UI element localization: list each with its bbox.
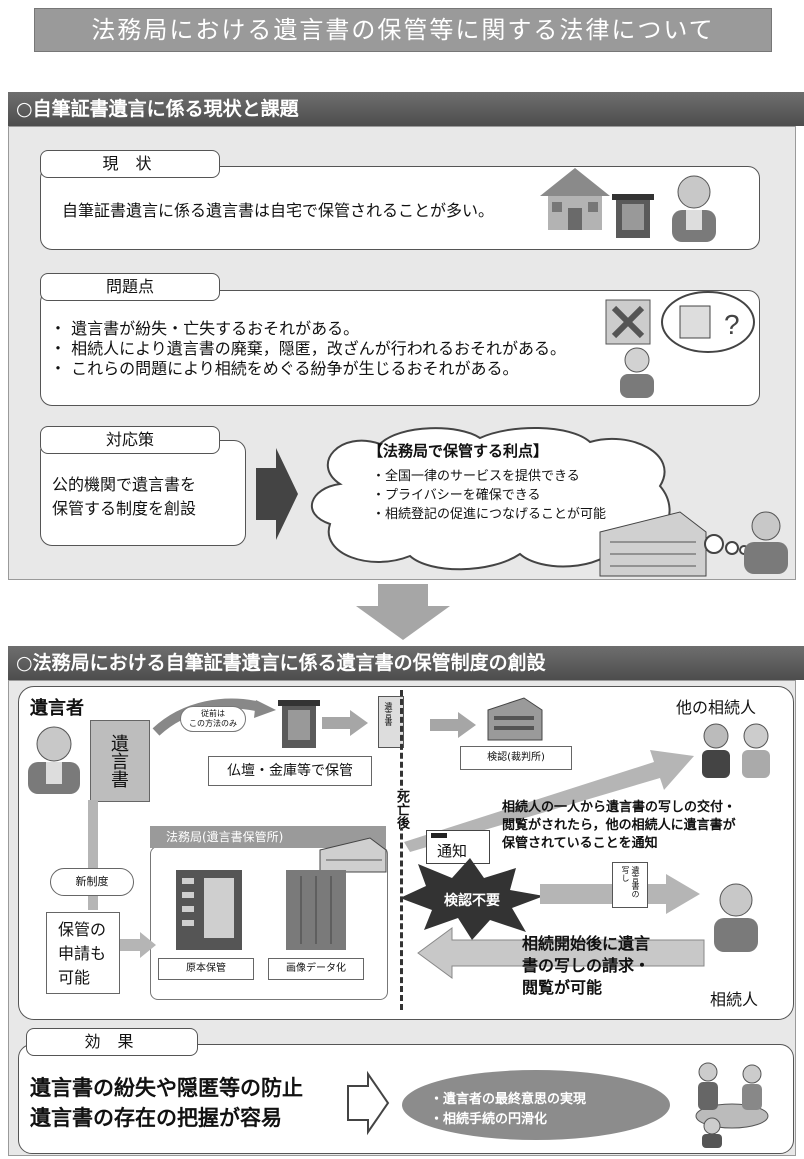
- result-item-1: ・遺言者の最終意思の実現: [430, 1092, 587, 1107]
- cloud-title: 【法務局で保管する利点】: [368, 442, 549, 460]
- court-building-icon: [484, 697, 544, 741]
- notify-text-2: 閲覧がされたら，他の相続人に遺言書が: [502, 818, 736, 833]
- cloud-item-1: ・全国一律のサービスを提供できる: [372, 469, 580, 484]
- apply-line-2: 申請も: [58, 944, 107, 963]
- svg-text:?: ?: [724, 309, 740, 340]
- server-icon: [286, 870, 346, 950]
- arrow-to-doc-icon: [322, 710, 368, 736]
- new-system-connector: [88, 800, 98, 910]
- after-death-label: 死亡後: [392, 790, 411, 829]
- measure-text-line2: 保管する制度を創設: [52, 499, 197, 518]
- section2-heading: ○法務局における自筆証書遺言に係る遺言書の保管制度の創設: [8, 646, 804, 680]
- thought-bubble-icon: ?: [658, 290, 758, 360]
- digitize-box: 画像データ化: [268, 958, 364, 980]
- original-storage-box: 原本保管: [158, 958, 254, 980]
- after-death-line: [400, 690, 403, 1010]
- cloud-item-3: ・相続登記の促進につなげることが可能: [372, 507, 607, 522]
- problems-tab: 問題点: [40, 273, 220, 301]
- testator-icon: [22, 724, 86, 794]
- notice-card: 通知: [426, 830, 490, 864]
- page-title: 法務局における遺言書の保管等に関する法律について: [34, 8, 772, 52]
- will-document-label: 遺言書: [108, 734, 129, 788]
- effect-line-2: 遺言書の存在の把握が容易: [30, 1106, 282, 1130]
- request-text-2: 書の写しの請求・: [522, 956, 651, 975]
- heir-icon: [708, 880, 764, 952]
- current-tab: 現 状: [40, 150, 220, 178]
- other-heirs-label: 他の相続人: [676, 698, 757, 717]
- copy-label: 遺言書の写し: [621, 866, 640, 898]
- other-heirs-icon: [698, 722, 778, 778]
- apply-line-1: 保管の: [58, 920, 107, 939]
- problem-item-3: ・ これらの問題により相続をめぐる紛争が生じるおそれがある。: [50, 359, 519, 378]
- current-method-note: 従前は この方法のみ: [180, 706, 246, 732]
- small-will-doc-label: 遺言書: [384, 702, 393, 726]
- legal-bureau-header: 法務局(遺言書保管所): [150, 826, 386, 848]
- result-item-2: ・相続手続の円滑化: [430, 1112, 548, 1127]
- meeting-people-icon: [682, 1052, 778, 1148]
- notify-text-3: 保管されていることを通知: [502, 836, 658, 851]
- cloud-item-2: ・プライバシーを確保できる: [372, 488, 541, 503]
- elderly-man-icon-2: [738, 508, 794, 574]
- request-text-3: 閲覧が可能: [522, 978, 603, 997]
- heir-label: 相続人: [710, 990, 759, 1009]
- section1-heading: ○自筆証書遺言に係る現状と課題: [8, 92, 804, 126]
- problem-item-2: ・ 相続人により遺言書の廃棄，隠匿，改ざんが行われるおそれがある。: [50, 339, 566, 358]
- result-ellipse: [402, 1070, 670, 1140]
- current-text: 自筆証書遺言に係る遺言書は自宅で保管されることが多い。: [62, 201, 495, 220]
- storage-shelf-icon: [176, 870, 242, 950]
- apply-box: [46, 912, 120, 994]
- measure-panel: [40, 440, 246, 546]
- apply-line-3: 可能: [58, 968, 91, 987]
- woman-icon: [616, 346, 658, 398]
- notify-text-1: 相続人の一人から遺言書の写しの交付・: [502, 800, 737, 815]
- notify-arrow-icon: [404, 742, 694, 852]
- office-building-icon: [590, 511, 710, 577]
- down-arrow-icon: [356, 584, 450, 640]
- problem-item-1: ・ 遺言書が紛失・亡失するおそれがある。: [50, 319, 360, 338]
- arrow-to-court-icon: [430, 712, 476, 738]
- altar-icon-2: [278, 700, 320, 748]
- no-probate-burst: [396, 858, 546, 940]
- home-storage-box: 仏壇・金庫等で保管: [208, 756, 372, 786]
- no-probate-label: 検認不要: [444, 893, 500, 909]
- altar-icon: [612, 194, 654, 238]
- effects-tab: 効 果: [26, 1028, 198, 1056]
- apply-arrow-icon: [120, 932, 156, 958]
- request-text-1: 相続開始後に遺言: [522, 934, 651, 953]
- small-will-doc: [378, 696, 404, 748]
- notice-card-label: 通知: [437, 842, 468, 860]
- will-document: [90, 720, 150, 802]
- elderly-man-icon: [664, 174, 724, 242]
- measure-tab: 対応策: [40, 426, 220, 454]
- request-arrow-icon: [417, 927, 705, 979]
- copy-document: [612, 862, 648, 908]
- testator-label: 遺言者: [30, 698, 84, 719]
- lost-document-icon: [604, 298, 652, 346]
- new-system-badge: 新制度: [50, 868, 134, 896]
- effect-line-1: 遺言書の紛失や隠匿等の防止: [30, 1076, 303, 1100]
- dark-arrow-right-icon: [256, 448, 298, 540]
- house-icon: [540, 168, 610, 230]
- bureau-building-icon: [318, 837, 388, 873]
- measure-text-line1: 公的機関で遺言書を: [52, 475, 197, 494]
- effect-arrow-icon: [346, 1070, 390, 1136]
- probate-box: 検認(裁判所): [460, 746, 572, 770]
